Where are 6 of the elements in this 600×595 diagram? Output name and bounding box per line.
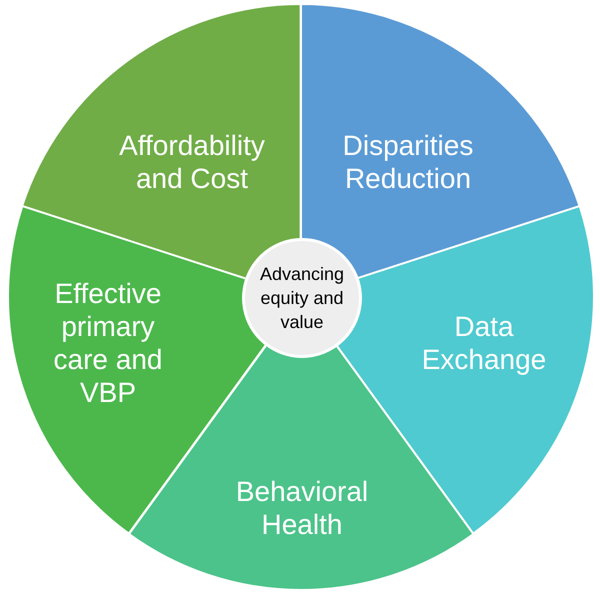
segment-label: Effective primary care and VBP [52, 276, 164, 409]
segment-label: Disparities Reduction [342, 129, 474, 195]
center-label: Advancing equity and value [258, 263, 346, 334]
segment-label: Affordability and Cost [118, 129, 266, 195]
segment-label: Behavioral Health [234, 475, 370, 541]
segment-label: Data Exchange [420, 310, 548, 376]
